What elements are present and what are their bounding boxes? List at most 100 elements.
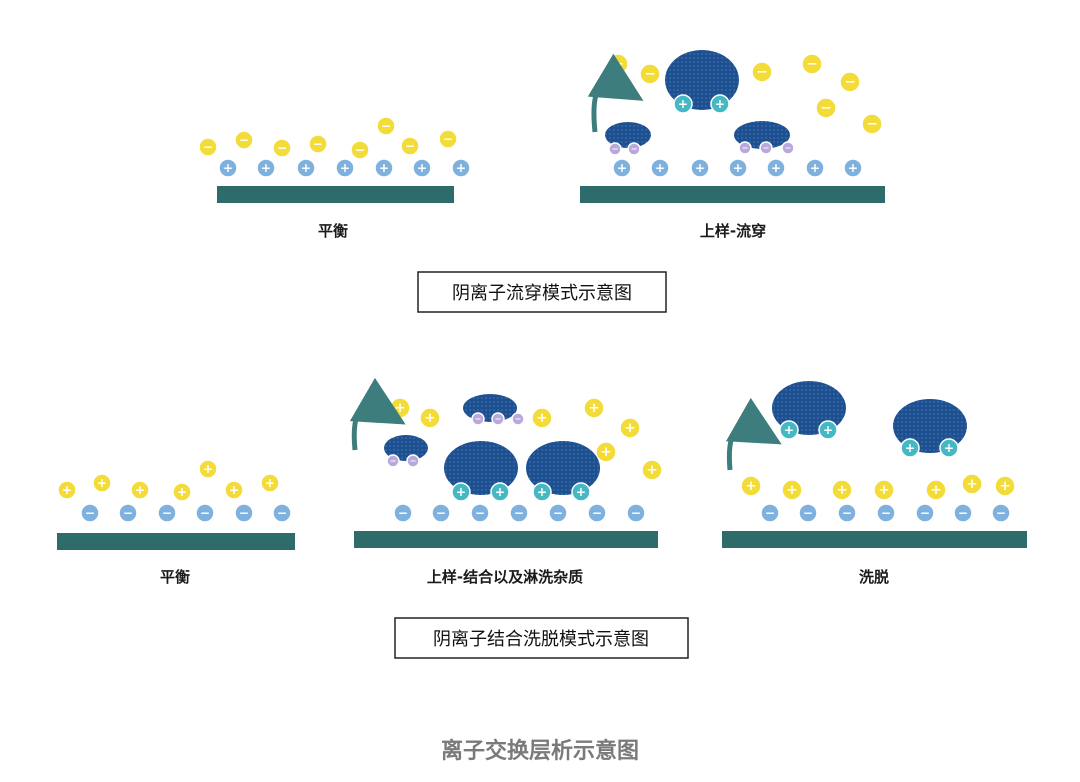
svg-text:−: − [958, 506, 968, 520]
top-panel1-resin-bar [217, 186, 454, 203]
svg-text:+: + [265, 476, 275, 490]
resin-minus-ion: − [234, 503, 254, 523]
svg-text:−: − [644, 66, 655, 82]
svg-text:+: + [836, 482, 847, 498]
resin-plus-ion: + [256, 158, 276, 178]
svg-text:−: − [820, 100, 831, 116]
resin-plus-ion: + [728, 158, 748, 178]
svg-text:+: + [905, 441, 915, 455]
anion-ion: − [400, 136, 420, 156]
svg-text:−: − [203, 140, 213, 154]
resin-plus-ion: + [412, 158, 432, 178]
protein-minus-ion: − [759, 141, 773, 155]
svg-text:+: + [62, 483, 72, 497]
svg-text:+: + [456, 485, 466, 499]
cation-ion: + [224, 480, 244, 500]
protein-plus-ion: + [900, 438, 920, 458]
resin-minus-ion: − [195, 503, 215, 523]
svg-text:+: + [771, 161, 781, 175]
protein-plus-ion: + [818, 420, 838, 440]
svg-text:−: − [920, 506, 930, 520]
protein-small [384, 435, 428, 461]
svg-text:+: + [229, 483, 239, 497]
footer-title: 离子交换层析示意图 [441, 738, 639, 764]
resin-minus-ion: − [626, 503, 646, 523]
resin-plus-ion: + [766, 158, 786, 178]
resin-plus-ion: + [296, 158, 316, 178]
anion-ion: − [308, 134, 328, 154]
resin-minus-ion: − [760, 503, 780, 523]
svg-text:+: + [424, 410, 435, 426]
svg-text:+: + [878, 482, 889, 498]
cation-ion: + [57, 480, 77, 500]
resin-plus-ion: + [218, 158, 238, 178]
svg-text:+: + [223, 161, 233, 175]
protein-minus-ion: − [627, 142, 641, 156]
svg-text:−: − [881, 506, 891, 520]
svg-text:−: − [85, 506, 95, 520]
svg-text:+: + [930, 482, 941, 498]
svg-text:−: − [756, 64, 767, 80]
svg-text:+: + [823, 423, 833, 437]
resin-minus-ion: − [470, 503, 490, 523]
svg-text:+: + [379, 161, 389, 175]
svg-text:+: + [417, 161, 427, 175]
svg-text:−: − [355, 143, 365, 157]
svg-text:+: + [745, 478, 756, 494]
cation-ion: + [740, 475, 762, 497]
bottom-panel2-resin-bar [354, 531, 658, 548]
top-caption-box [417, 271, 667, 313]
cation-ion: + [961, 473, 983, 495]
svg-text:−: − [436, 506, 446, 520]
cation-ion: + [531, 407, 553, 429]
protein-plus-ion: + [710, 94, 730, 114]
svg-text:−: − [514, 506, 524, 520]
resin-minus-ion: − [118, 503, 138, 523]
svg-text:−: − [239, 133, 249, 147]
svg-text:+: + [537, 485, 547, 499]
cation-ion: + [92, 473, 112, 493]
bottom-caption: 阴离子结合洗脱模式示意图 [433, 629, 649, 650]
cation-ion: + [172, 482, 192, 502]
anion-ion: − [234, 130, 254, 150]
svg-text:+: + [576, 485, 586, 499]
anion-ion: − [438, 129, 458, 149]
top-panel1-label: 平衡 [318, 222, 348, 240]
svg-text:−: − [381, 119, 391, 133]
top-panel2-label: 上样-流穿 [700, 222, 766, 240]
protein-plus-ion: + [571, 482, 591, 502]
protein-plus-ion: + [673, 94, 693, 114]
curved-arrow-icon [725, 397, 782, 471]
svg-text:−: − [515, 414, 522, 424]
top-panel2-resin-bar [580, 186, 885, 203]
svg-text:+: + [97, 476, 107, 490]
protein-minus-ion: − [471, 412, 485, 426]
bottom-panel1-label: 平衡 [160, 568, 190, 586]
bottom-panel3-resin-bar [722, 531, 1027, 548]
svg-text:+: + [203, 462, 213, 476]
resin-minus-ion: − [915, 503, 935, 523]
svg-text:+: + [456, 161, 466, 175]
cation-ion: + [619, 417, 641, 439]
cation-ion: + [994, 475, 1016, 497]
protein-large [526, 441, 600, 495]
svg-text:−: − [785, 143, 792, 153]
anion-ion: − [376, 116, 396, 136]
resin-plus-ion: + [374, 158, 394, 178]
svg-text:−: − [405, 139, 415, 153]
svg-text:+: + [646, 462, 657, 478]
svg-text:+: + [495, 485, 505, 499]
resin-minus-ion: − [991, 503, 1011, 523]
svg-text:+: + [966, 476, 977, 492]
svg-text:−: − [763, 143, 770, 153]
resin-plus-ion: + [650, 158, 670, 178]
anion-ion: − [272, 138, 292, 158]
svg-text:−: − [742, 143, 749, 153]
resin-plus-ion: + [612, 158, 632, 178]
anion-ion: − [639, 63, 661, 85]
svg-text:+: + [394, 400, 405, 416]
protein-large [444, 441, 518, 495]
svg-text:+: + [536, 410, 547, 426]
svg-text:−: − [844, 74, 855, 90]
svg-text:+: + [655, 161, 665, 175]
